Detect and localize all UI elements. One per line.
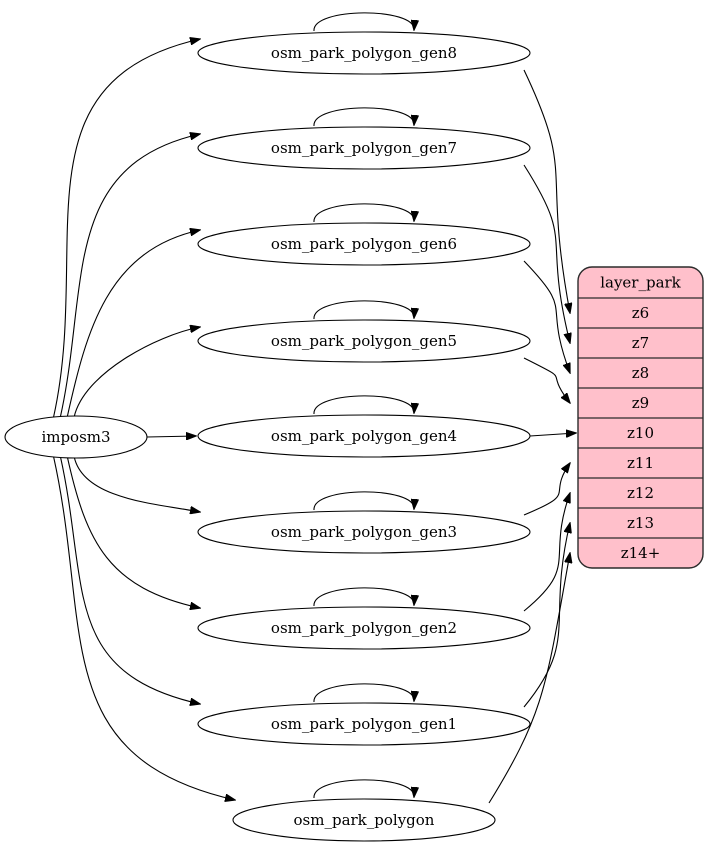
node-gen1[interactable]: osm_park_polygon_gen1 <box>197 702 531 746</box>
node-label: osm_park_polygon_gen6 <box>271 235 457 253</box>
node-ellipse <box>197 126 531 170</box>
layer-park-table: layer_park z6 z7 z8 z9 z10 z11 z12 z13 z14+ <box>577 266 704 569</box>
node-label: imposm3 <box>41 428 110 446</box>
edge-imposm3-to-gen3 <box>73 456 200 512</box>
edges-to-layer-park <box>488 69 576 804</box>
self-loop-gen2 <box>313 587 414 606</box>
table-row-z9[interactable]: z9 <box>578 394 703 419</box>
table-row-z12[interactable]: z12 <box>578 484 703 509</box>
table-row-label: z12 <box>627 484 654 502</box>
node-label: osm_park_polygon_gen5 <box>271 332 457 350</box>
table-row-label: z11 <box>627 454 654 472</box>
edges-from-imposm3 <box>53 39 235 800</box>
table-outline <box>577 266 704 569</box>
table-row-z14+[interactable]: z14+ <box>621 544 661 562</box>
node-gen8[interactable]: osm_park_polygon_gen8 <box>197 31 531 75</box>
edge-gen7-to-z7 <box>523 164 570 343</box>
table-row-z10[interactable]: z10 <box>578 424 703 449</box>
edge-base-to-z14+ <box>488 553 570 804</box>
source-node-group: imposm3 <box>4 415 148 459</box>
table-row-label: z7 <box>632 334 649 352</box>
table-row-label: z14+ <box>621 544 661 562</box>
edge-gen1-to-z13 <box>523 523 570 708</box>
node-gen5[interactable]: osm_park_polygon_gen5 <box>197 319 531 363</box>
node-ellipse <box>197 414 531 458</box>
table-row-label: z6 <box>632 304 649 322</box>
table-row-z8[interactable]: z8 <box>578 364 703 389</box>
node-ellipse <box>232 798 496 842</box>
edge-gen2-to-z12 <box>523 493 570 612</box>
edge-imposm3-to-gen1 <box>59 456 201 704</box>
edge-gen3-to-z11 <box>523 463 570 516</box>
node-ellipse <box>197 702 531 746</box>
node-ellipse <box>197 319 531 363</box>
self-loop-gen8 <box>313 12 414 31</box>
node-ellipse <box>197 222 531 266</box>
table-row-z6[interactable]: z6 <box>578 304 703 329</box>
edge-imposm3-to-gen6 <box>66 230 200 418</box>
self-loop-edges <box>313 12 414 798</box>
edge-imposm3-to-gen8 <box>53 39 200 418</box>
self-loop-gen7 <box>313 107 414 126</box>
table-row-label: z10 <box>627 424 654 442</box>
node-ellipse <box>197 606 531 650</box>
table-header-label: layer_park <box>600 274 681 292</box>
self-loop-gen1 <box>313 683 414 702</box>
table-row-label: z8 <box>632 364 649 382</box>
node-ellipse <box>197 31 531 75</box>
edge-imposm3-to-gen5 <box>73 327 200 418</box>
self-loop-gen3 <box>313 491 414 510</box>
table-layer-park[interactable]: layer_park z6 z7 z8 z9 z10 z11 z12 z13 z14+ <box>578 267 703 568</box>
table-row-z7[interactable]: z7 <box>578 334 703 359</box>
node-label: osm_park_polygon_gen4 <box>271 427 457 445</box>
node-label: osm_park_polygon <box>294 811 435 829</box>
node-label: osm_park_polygon_gen3 <box>271 523 457 541</box>
edge-gen4-to-z10 <box>529 433 576 436</box>
node-label: osm_park_polygon_gen2 <box>271 619 457 637</box>
edge-gen8-to-z6 <box>523 69 570 313</box>
node-gen4[interactable]: osm_park_polygon_gen4 <box>197 414 531 458</box>
table-row-z11[interactable]: z11 <box>578 454 703 479</box>
edge-imposm3-to-base <box>53 456 235 800</box>
node-imposm3[interactable]: imposm3 <box>4 415 148 459</box>
node-gen3[interactable]: osm_park_polygon_gen3 <box>197 510 531 554</box>
edge-gen6-to-z8 <box>523 260 570 373</box>
self-loop-gen4 <box>313 395 414 414</box>
node-gen7[interactable]: osm_park_polygon_gen7 <box>197 126 531 170</box>
edge-imposm3-to-gen4 <box>146 436 196 437</box>
table-row-label: z13 <box>627 514 654 532</box>
node-ellipse <box>4 415 148 459</box>
node-base[interactable]: osm_park_polygon <box>232 798 496 842</box>
node-label: osm_park_polygon_gen1 <box>271 715 457 733</box>
edge-gen5-to-z9 <box>523 357 570 403</box>
node-gen2[interactable]: osm_park_polygon_gen2 <box>197 606 531 650</box>
self-loop-gen6 <box>313 203 414 222</box>
self-loop-base <box>313 779 414 798</box>
table-row-label: z9 <box>632 394 649 412</box>
node-gen6[interactable]: osm_park_polygon_gen6 <box>197 222 531 266</box>
table-row-z13[interactable]: z13 <box>578 514 703 539</box>
node-label: osm_park_polygon_gen8 <box>271 44 457 62</box>
self-loop-gen5 <box>313 300 414 319</box>
node-ellipse <box>197 510 531 554</box>
node-label: osm_park_polygon_gen7 <box>271 139 457 157</box>
edge-imposm3-to-gen7 <box>59 134 200 418</box>
edge-imposm3-to-gen2 <box>66 456 200 608</box>
process-nodes: osm_park_polygon_gen8 osm_park_polygon_ge… <box>197 31 531 842</box>
